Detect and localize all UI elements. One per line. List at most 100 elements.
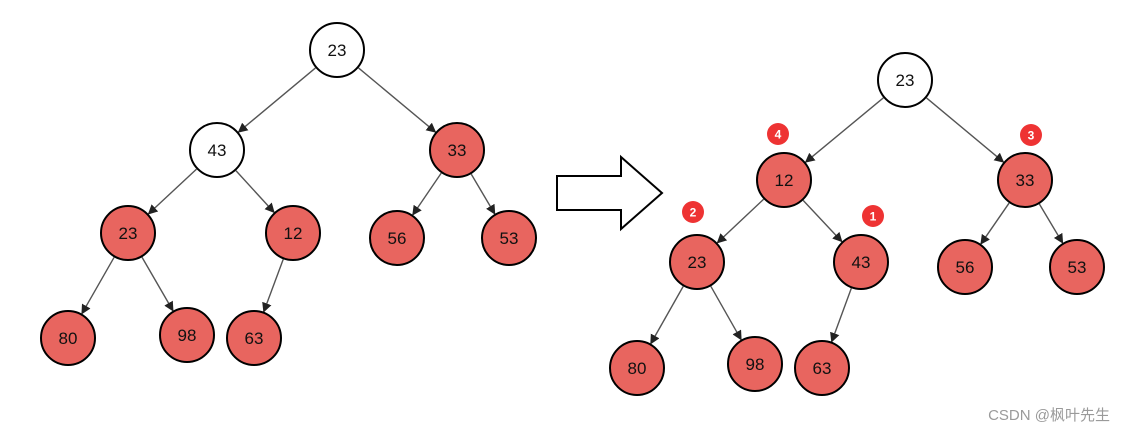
right-tree-node: 12 — [756, 152, 812, 208]
left-tree-node-circle — [265, 205, 321, 261]
left-tree-node-label: 43 — [208, 141, 227, 160]
right-tree-edge-R0-R2 — [926, 97, 1005, 163]
order-badge-circle — [682, 201, 704, 223]
left-tree-node-circle — [429, 122, 485, 178]
right-tree-node-circle — [997, 152, 1053, 208]
left-tree-node-label: 80 — [59, 329, 78, 348]
order-badge: 4 — [767, 123, 789, 145]
right-tree-node-circle — [937, 239, 993, 295]
order-badge: 1 — [862, 205, 884, 227]
left-tree-node-label: 56 — [388, 229, 407, 248]
left-tree-node-label: 23 — [328, 41, 347, 60]
left-tree-node: 56 — [369, 210, 425, 266]
order-badge-label: 1 — [870, 210, 877, 224]
left-tree-node-circle — [309, 22, 365, 78]
right-tree-edge-R4-R9 — [830, 288, 852, 343]
left-tree-node-label: 98 — [178, 326, 197, 345]
watermark: CSDN @枫叶先生 — [988, 407, 1110, 424]
order-badge-label: 2 — [690, 206, 697, 220]
left-tree-node: 43 — [189, 122, 245, 178]
right-tree-node-circle — [833, 234, 889, 290]
right-tree-node-label: 56 — [956, 258, 975, 277]
left-tree-edge-L4-L9 — [262, 259, 284, 313]
right-tree-node-circle — [877, 52, 933, 108]
right-tree-node-label: 63 — [813, 359, 832, 378]
left-tree-edge-L2-L5 — [412, 172, 442, 216]
right-tree-node-label: 23 — [896, 71, 915, 90]
right-tree-badges: 4 3 2 1 — [682, 123, 1042, 227]
right-tree-node-label: 12 — [775, 171, 794, 190]
left-tree-node-circle — [369, 210, 425, 266]
left-tree-edge-L1-L3 — [147, 168, 198, 215]
left-tree-node-label: 53 — [500, 229, 519, 248]
right-tree-edge-R3-R8 — [710, 285, 742, 341]
left-tree-edges — [81, 67, 496, 315]
right-tree-node: 56 — [937, 239, 993, 295]
right-tree-node: 23 — [669, 234, 725, 290]
right-tree-node-label: 33 — [1016, 171, 1035, 190]
left-tree-edge-L1-L4 — [235, 170, 275, 214]
left-tree-edge-L3-L8 — [141, 256, 174, 312]
right-block-arrow-icon — [556, 154, 664, 232]
left-tree-node-label: 33 — [448, 141, 467, 160]
order-badge: 2 — [682, 201, 704, 223]
order-badge-label: 4 — [775, 128, 782, 142]
left-tree-edge-L2-L6 — [470, 173, 496, 215]
right-tree-node: 98 — [727, 336, 783, 392]
right-tree-node: 80 — [609, 340, 665, 396]
left-tree-node: 23 — [309, 22, 365, 78]
order-badge-circle — [767, 123, 789, 145]
right-tree-node-label: 53 — [1068, 258, 1087, 277]
right-tree-node-circle — [727, 336, 783, 392]
right-tree-edge-R0-R1 — [804, 97, 884, 163]
right-tree-node-circle — [1049, 239, 1105, 295]
right-tree-node-circle — [794, 340, 850, 396]
left-tree-node-circle — [100, 205, 156, 261]
left-tree-node: 23 — [100, 205, 156, 261]
left-tree-node-circle — [481, 210, 537, 266]
left-tree-node-circle — [40, 310, 96, 366]
right-tree-node-label: 23 — [688, 253, 707, 272]
left-tree: 23 43 33 23 12 56 53 80 98 63 — [40, 22, 537, 366]
left-tree-node-circle — [189, 122, 245, 178]
left-tree-node: 80 — [40, 310, 96, 366]
order-badge-label: 3 — [1028, 129, 1035, 143]
order-badge-circle — [1020, 124, 1042, 146]
right-tree-edges — [650, 97, 1064, 345]
right-tree-node-label: 43 — [852, 253, 871, 272]
left-tree-node: 33 — [429, 122, 485, 178]
right-tree-node: 43 — [833, 234, 889, 290]
left-tree-node: 98 — [159, 307, 215, 363]
right-tree-node-label: 98 — [746, 355, 765, 374]
right-tree-edge-R2-R5 — [980, 202, 1010, 245]
left-tree-node-label: 12 — [284, 224, 303, 243]
right-tree-node: 23 — [877, 52, 933, 108]
order-badge-circle — [862, 205, 884, 227]
order-badge: 3 — [1020, 124, 1042, 146]
right-tree-edge-R2-R6 — [1038, 203, 1064, 244]
left-tree-edge-L0-L2 — [358, 67, 437, 133]
left-tree-edge-L3-L7 — [81, 256, 115, 315]
right-tree-node-circle — [609, 340, 665, 396]
left-tree-node-circle — [159, 307, 215, 363]
right-tree-edge-R1-R3 — [716, 198, 765, 244]
left-tree-edge-L0-L1 — [237, 67, 316, 133]
right-tree-node: 53 — [1049, 239, 1105, 295]
right-tree-node-circle — [669, 234, 725, 290]
right-tree-edge-R1-R4 — [802, 199, 843, 243]
left-tree-node: 63 — [226, 310, 282, 366]
left-tree-node-label: 23 — [119, 224, 138, 243]
right-tree-node: 33 — [997, 152, 1053, 208]
left-tree-node-label: 63 — [245, 329, 264, 348]
right-tree-node-circle — [756, 152, 812, 208]
left-tree-node: 12 — [265, 205, 321, 261]
left-tree-node-circle — [226, 310, 282, 366]
left-tree-nodes: 23 43 33 23 12 56 53 80 98 63 — [40, 22, 537, 366]
right-tree-node: 63 — [794, 340, 850, 396]
right-tree-node-label: 80 — [628, 359, 647, 378]
left-tree-node: 53 — [481, 210, 537, 266]
right-tree-edge-R3-R7 — [650, 286, 684, 345]
